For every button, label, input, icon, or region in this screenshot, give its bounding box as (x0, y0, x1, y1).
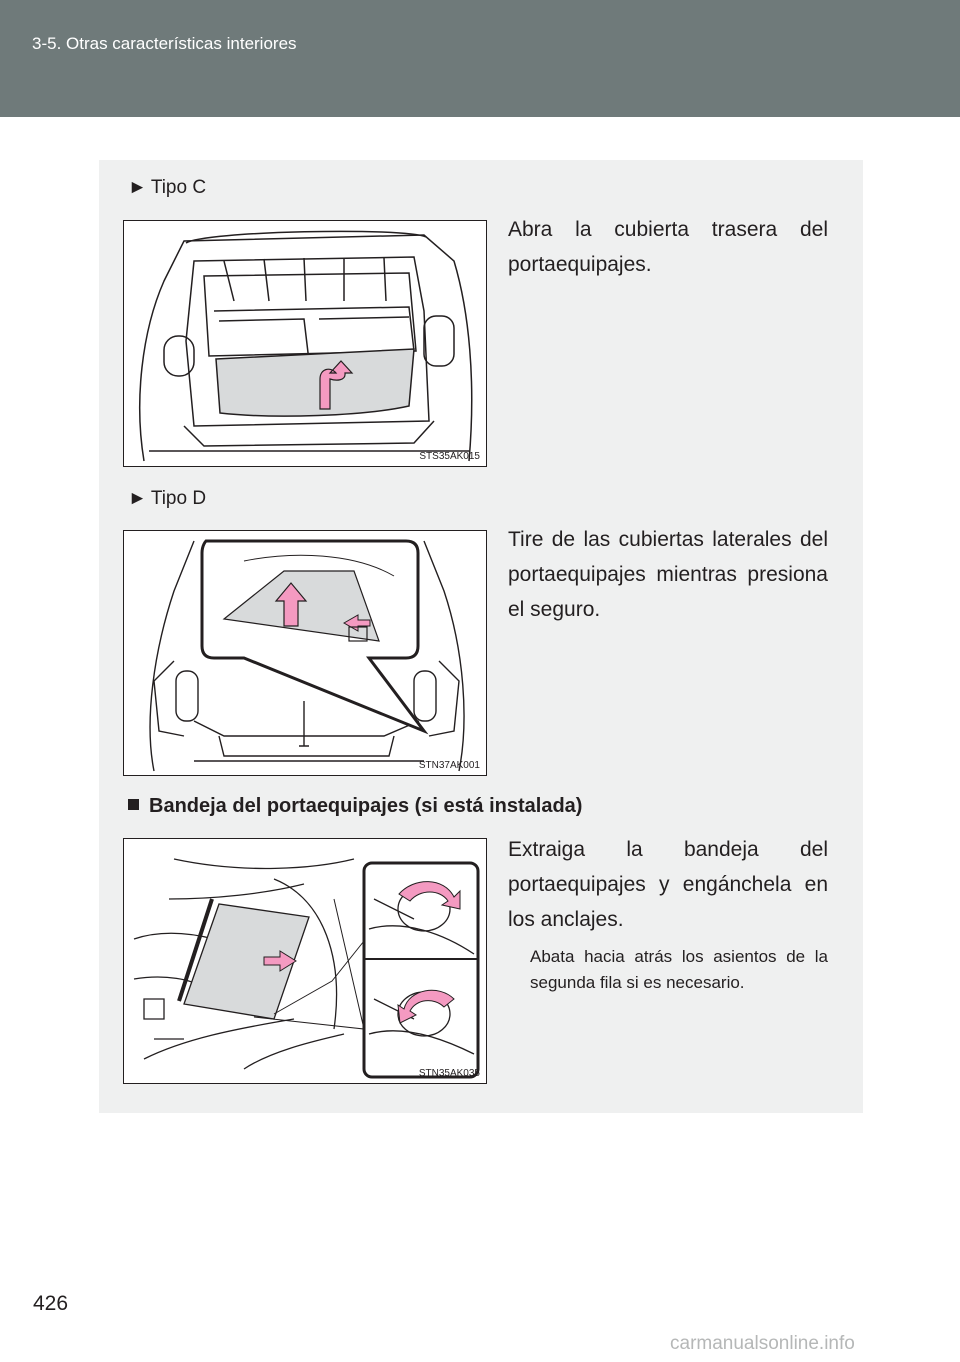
triangle-marker-icon: ► (128, 488, 147, 509)
page-number: 426 (33, 1292, 69, 1315)
side-cover-illustration (149, 539, 465, 772)
tray-instruction: Extraiga la bandeja del portaequipajes y… (508, 838, 828, 931)
figure-type-c: STS35AK015 (123, 220, 487, 467)
tray-note: Abata hacia atrás los asientos de la seg… (530, 947, 828, 992)
triangle-marker-icon: ► (128, 177, 147, 198)
square-bullet-icon (128, 799, 139, 810)
type-c-instruction: Abra la cubierta trasera del portaequipa… (508, 218, 828, 276)
type-d-label-text: Tipo D (150, 488, 207, 509)
watermark: carmanualsonline.info (670, 1333, 855, 1354)
arrow-up-icon (319, 360, 354, 410)
arrow-up-icon (274, 582, 308, 627)
section-title: 3-5. Otras características interiores (32, 34, 297, 53)
tray-hooks-illustration (133, 858, 480, 1079)
figure-type-d: STN37AK001 (123, 530, 487, 776)
rotate-arrow-icon (397, 989, 455, 1024)
trunk-open-illustration (138, 230, 473, 462)
type-c-label-text: Tipo C (150, 177, 207, 198)
tray-heading: Bandeja del portaequipajes (si está inst… (128, 795, 582, 818)
tray-heading-text: Bandeja del portaequipajes (si está inst… (149, 795, 583, 817)
arrow-right-icon (263, 950, 297, 972)
figure-code: STN37AK001 (418, 760, 480, 771)
figure-tray: STN35AK035 (123, 838, 487, 1084)
type-d-label: ►Tipo D (128, 488, 206, 510)
type-c-label: ►Tipo C (128, 177, 206, 199)
figure-code: STS35AK015 (419, 451, 480, 462)
page-header: 3-5. Otras características interiores (0, 0, 960, 117)
arrow-left-icon (342, 614, 371, 632)
figure-code: STN35AK035 (418, 1068, 480, 1079)
rotate-arrow-icon (398, 881, 461, 910)
type-d-instruction: Tire de las cubiertas laterales del port… (508, 528, 828, 621)
